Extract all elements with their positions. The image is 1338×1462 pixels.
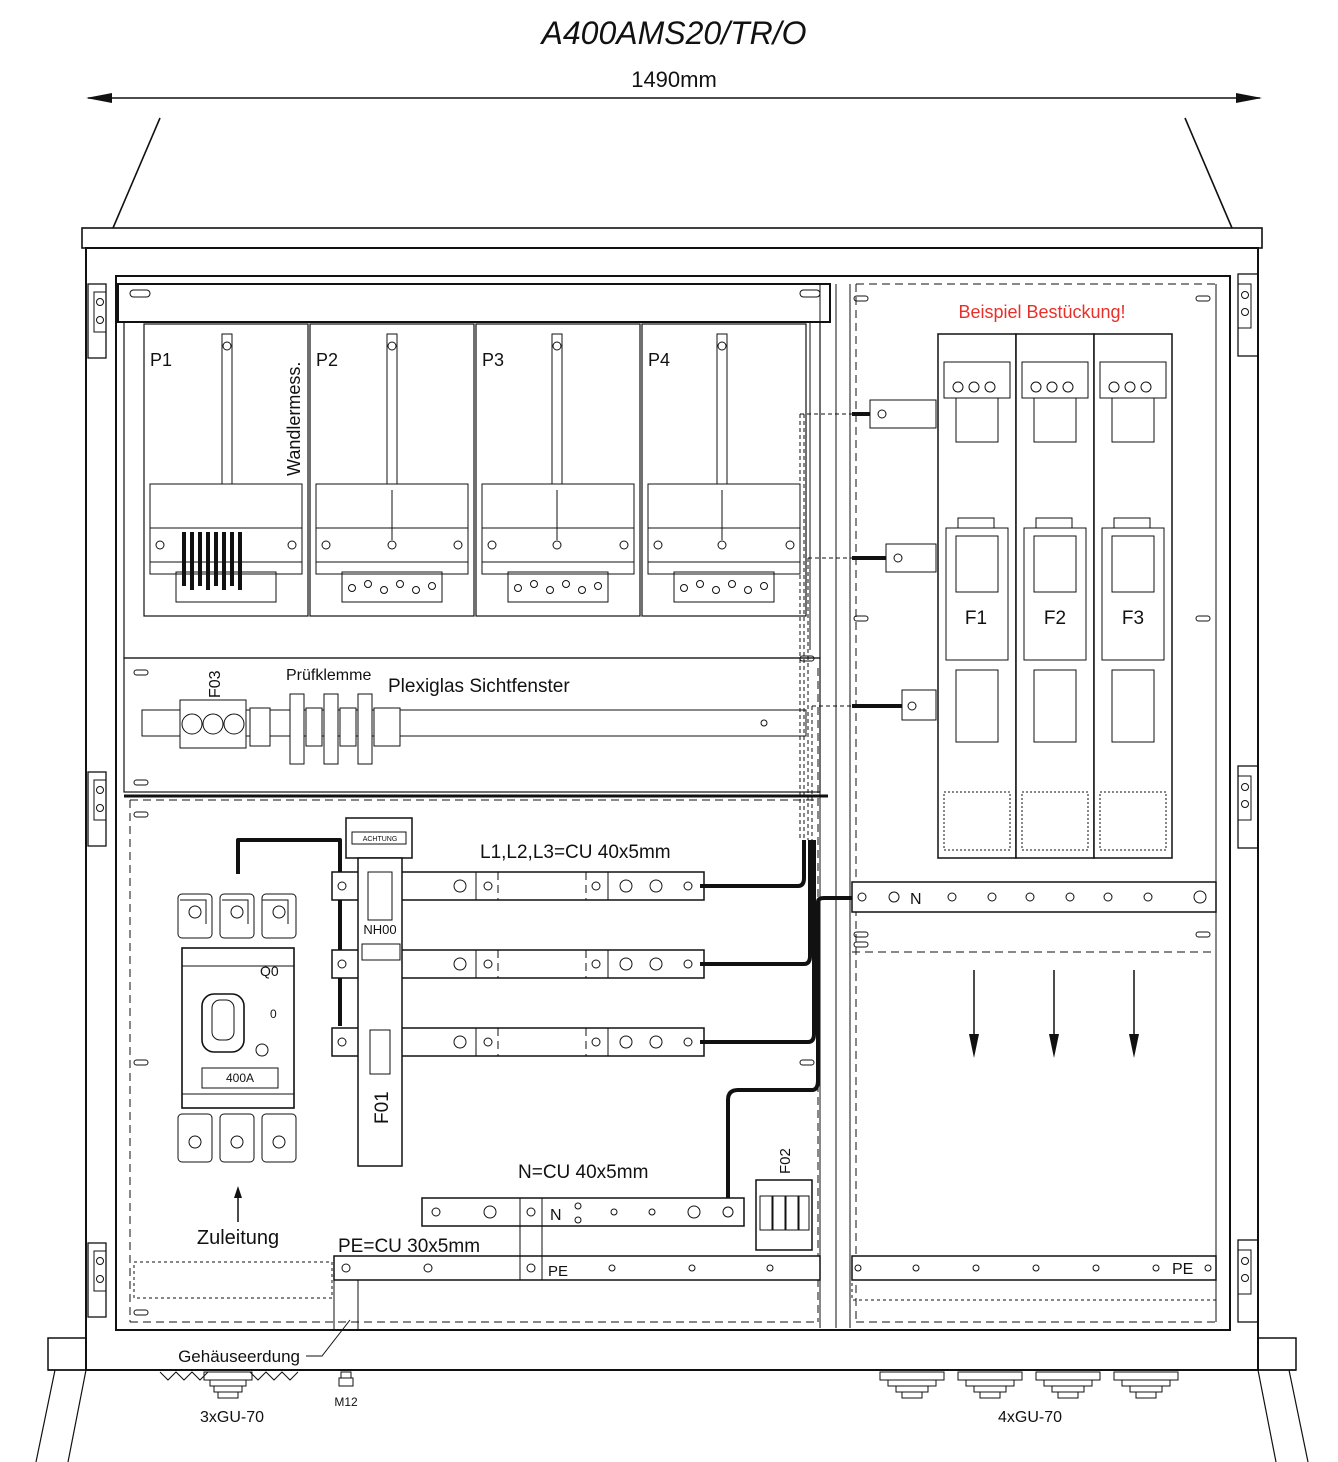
top-cover-rail: [117, 283, 831, 323]
fuse-switch-f01: [345, 817, 413, 1167]
meter-type-label: Wandlermess.: [284, 362, 304, 476]
fuse-strip-f3: [1093, 333, 1173, 859]
width-dimension-label: 1490mm: [631, 67, 717, 92]
cabinet-roof: [81, 117, 1263, 249]
feed-label: Zuleitung: [197, 1227, 279, 1249]
fuse-warning-label: ACHTUNG: [363, 836, 398, 843]
cable-glands-left: [159, 1371, 299, 1399]
hinges-left: [87, 283, 107, 1318]
breaker-off-mark: 0: [270, 1007, 277, 1021]
test-terminal-label: Prüfklemme: [286, 667, 371, 684]
surge-protector-label: F02: [777, 1148, 794, 1174]
rail-slot: [129, 289, 151, 298]
neutral-mark: N: [550, 1207, 562, 1224]
cabinet-base: [35, 1337, 1309, 1462]
bolt-label: M12: [334, 1395, 358, 1409]
equipment-note: Beispiel Bestückung!: [958, 302, 1125, 322]
fuse-strip-f1: [937, 333, 1017, 859]
drawing-title: A400AMS20/TR/O: [540, 15, 807, 51]
surge-protector-f02: [755, 1179, 813, 1251]
fuse-f03-label: F03: [207, 670, 224, 698]
ground-bolt: [338, 1371, 354, 1387]
meter-field-p2: [309, 323, 475, 617]
test-terminal-block: [249, 693, 401, 765]
glands-left-label: 3xGU-70: [200, 1409, 264, 1426]
meter-field-p1: [143, 323, 309, 617]
glands-right-label: 4xGU-70: [998, 1409, 1062, 1426]
meter-field-label: P4: [648, 350, 670, 370]
cable-glands-right: [879, 1371, 1179, 1399]
connection-clamp: [869, 399, 937, 429]
meter-panel: [123, 321, 821, 659]
meter-field-label: P2: [316, 350, 338, 370]
fuse-strip-label: F3: [1122, 608, 1144, 629]
meter-field-label: P1: [150, 350, 172, 370]
fuse-strip-label: F2: [1044, 608, 1066, 629]
pe-mark-right: PE: [1172, 1261, 1193, 1278]
neutral-bar-label: N=CU 40x5mm: [518, 1162, 648, 1183]
breaker-rating: 400A: [226, 1071, 254, 1085]
breaker-feed-cable: [236, 838, 342, 1026]
meter-field-p3: [475, 323, 641, 617]
neutral-bar-right: [851, 881, 1217, 913]
phase-cables: [700, 840, 890, 1198]
neutral-bar: [421, 1197, 745, 1227]
fuse-strip-label: F1: [965, 608, 987, 629]
pe-bar-right: [851, 1255, 1217, 1301]
window-label: Plexiglas Sichtfenster: [388, 676, 570, 697]
pe-bar-label: PE=CU 30x5mm: [338, 1236, 480, 1257]
inner-frame: [115, 275, 1231, 1331]
cable-channel: [799, 284, 860, 1328]
meter-field-label: P3: [482, 350, 504, 370]
width-dimension-line: [86, 93, 1262, 103]
busbar-label: L1,L2,L3=CU 40x5mm: [480, 842, 671, 863]
neutral-mark-right: N: [910, 891, 922, 908]
pe-mark-left: PE: [548, 1263, 568, 1280]
fuse-strip-f2: [1015, 333, 1095, 859]
fuse-switch-label: F01: [372, 1091, 393, 1124]
panel-fixing-slots: [133, 295, 1211, 1316]
outgoing-arrows: [969, 970, 1139, 1058]
feed-arrow: [234, 1186, 242, 1222]
fuse-f03: [179, 699, 247, 749]
hinges-right: [1237, 273, 1259, 1323]
breaker-name: Q0: [260, 963, 279, 979]
connection-clamp: [901, 689, 937, 721]
ground-label: Gehäuseerdung: [178, 1347, 300, 1366]
din-rail: [141, 709, 807, 737]
fuse-size-label: NH00: [363, 922, 396, 937]
meter-field-p4: [641, 323, 807, 617]
main-breaker-q0: [177, 893, 297, 1163]
